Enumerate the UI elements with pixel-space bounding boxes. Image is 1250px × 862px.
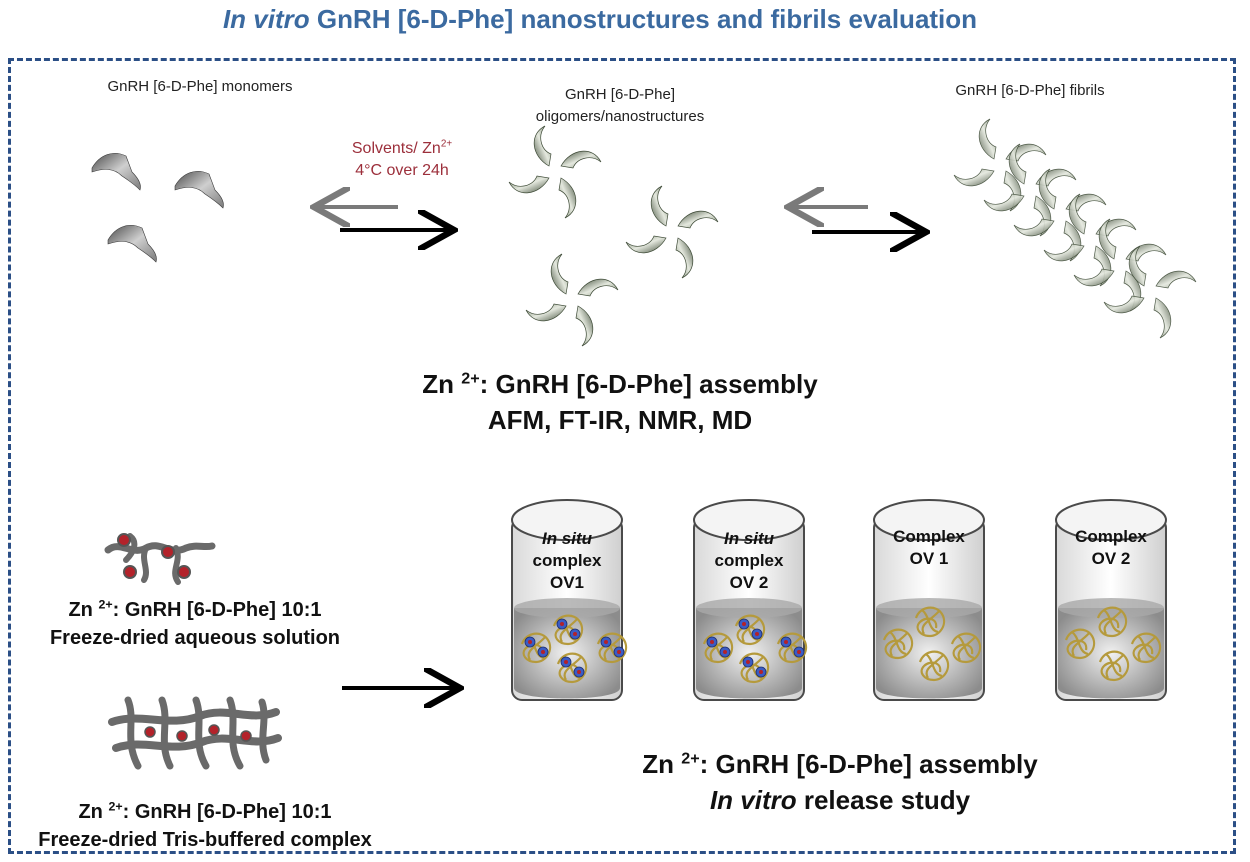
- assembly-sup: 2+: [681, 749, 700, 768]
- aqueous-complex-icon: [104, 533, 216, 585]
- vial-label-line2: OV 2: [1091, 549, 1131, 568]
- vial-label-2: In situ complex OV 2: [694, 528, 804, 594]
- methods-label: AFM, FT-IR, NMR, MD: [487, 405, 753, 435]
- vial-label-line1: In situ: [723, 529, 775, 548]
- aqueous-label: Zn 2+: GnRH [6-D-Phe] 10:1 Freeze-dried …: [10, 596, 380, 652]
- oligomer-icon: [526, 254, 618, 346]
- condition-solvents: Solvents/ Zn2+: [312, 138, 492, 160]
- oligomers-label-line1: GnRH [6-D-Phe]: [564, 86, 676, 103]
- vial-label-line3: OV 2: [729, 573, 769, 592]
- tris-complex-icon: [108, 696, 282, 770]
- vial-label-1: In situ complex OV1: [512, 528, 622, 594]
- monomer-icon: [91, 153, 141, 191]
- vial-label-line2: complex: [714, 551, 784, 570]
- assembly-sup: 2+: [461, 369, 480, 388]
- oligomer-icon: [509, 126, 601, 218]
- assembly-suffix: : GnRH [6-D-Phe] assembly: [479, 369, 818, 399]
- assembly-suffix: : GnRH [6-D-Phe] assembly: [699, 749, 1038, 779]
- condition-solvents-text: Solvents/ Zn: [351, 140, 441, 157]
- title-italic: In vitro: [222, 4, 310, 34]
- vial-label-line1: Complex: [893, 527, 965, 546]
- vial-label-line2: complex: [532, 551, 602, 570]
- aqueous-desc: Freeze-dried aqueous solution: [49, 627, 341, 649]
- oligomer-icon: [626, 186, 718, 278]
- tris-suffix: : GnRH [6-D-Phe] 10:1: [122, 801, 332, 823]
- fibrils-label: GnRH [6-D-Phe] fibrils: [955, 82, 1105, 99]
- tris-ratio: Zn 2+: GnRH [6-D-Phe] 10:1: [10, 798, 400, 826]
- tris-label: Zn 2+: GnRH [6-D-Phe] 10:1 Freeze-dried …: [10, 798, 400, 854]
- vial-label-line3: OV1: [549, 573, 585, 592]
- page-title: In vitro GnRH [6-D-Phe] nanostructures a…: [0, 4, 1200, 35]
- monomers-label: GnRH [6-D-Phe] monomers: [107, 78, 293, 95]
- aqueous-suffix: : GnRH [6-D-Phe] 10:1: [112, 599, 322, 621]
- oligomers-label-line2: oligomers/nanostructures: [535, 108, 705, 125]
- vial-label-4: Complex OV 2: [1056, 526, 1166, 570]
- vial-label-line2: OV 1: [909, 549, 949, 568]
- condition-label: Solvents/ Zn2+ 4°C over 24h: [312, 138, 492, 182]
- condition-time: 4°C over 24h: [355, 162, 449, 179]
- aqueous-sup: 2+: [98, 597, 113, 612]
- release-study-label: In vitro release study: [500, 782, 1180, 818]
- title-rest: GnRH [6-D-Phe] nanostructures and fibril…: [309, 4, 978, 34]
- release-rest: release study: [796, 785, 971, 815]
- dashed-frame: [8, 58, 1236, 854]
- vial-label-line1: In situ: [541, 529, 593, 548]
- assembly-prefix: Zn: [422, 369, 462, 399]
- condition-sup: 2+: [440, 138, 453, 150]
- aqueous-prefix: Zn: [68, 599, 99, 621]
- vial-label-3: Complex OV 1: [874, 526, 984, 570]
- monomer-icon: [107, 225, 157, 263]
- monomer-icon: [174, 171, 224, 209]
- release-italic: In vitro: [709, 785, 797, 815]
- oligomers-label: GnRH [6-D-Phe] oligomers/nanostructures: [480, 84, 760, 128]
- aqueous-ratio: Zn 2+: GnRH [6-D-Phe] 10:1: [10, 596, 380, 624]
- tris-desc: Freeze-dried Tris-buffered complex: [38, 829, 372, 851]
- assembly-prefix: Zn: [642, 749, 682, 779]
- fibril-icon: [954, 119, 1196, 338]
- tris-sup: 2+: [108, 799, 123, 814]
- assembly-heading-line: Zn 2+: GnRH [6-D-Phe] assembly: [280, 366, 960, 402]
- assembly-heading-line: Zn 2+: GnRH [6-D-Phe] assembly: [500, 746, 1180, 782]
- tris-prefix: Zn: [78, 801, 109, 823]
- vial-label-line1: Complex: [1075, 527, 1147, 546]
- assembly-heading-bottom: Zn 2+: GnRH [6-D-Phe] assembly In vitro …: [500, 746, 1180, 818]
- assembly-heading-top: Zn 2+: GnRH [6-D-Phe] assembly AFM, FT-I…: [280, 366, 960, 438]
